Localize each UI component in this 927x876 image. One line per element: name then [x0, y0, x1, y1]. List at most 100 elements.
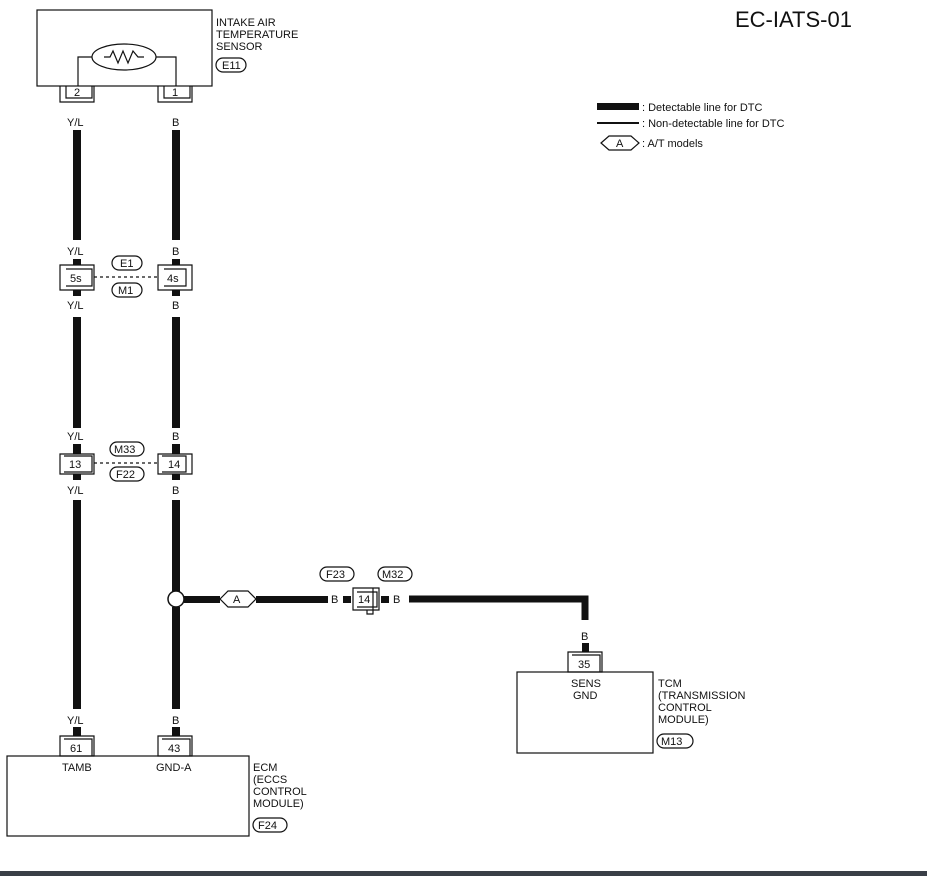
wire-right-stub-2	[172, 290, 180, 296]
joint1-top-badge	[111, 255, 143, 271]
sensor-name-1: INTAKE AIR	[216, 17, 276, 29]
wire-right-seg2	[172, 317, 180, 428]
branch-wire-stub-3	[582, 643, 589, 652]
wire-color-right-2: B	[172, 246, 179, 258]
sensor-pin-right: 1	[172, 87, 178, 99]
wire-left-stub-2	[73, 290, 81, 296]
wire-left-seg3	[73, 500, 81, 709]
joint2-pin-left: 13	[69, 459, 81, 471]
wire-right-stub-5	[172, 727, 180, 736]
sensor-box	[36, 9, 213, 87]
ecm-module: 61 43 TAMB GND-A ECM (ECCS CONTROL MODUL…	[6, 735, 307, 837]
joint1-conn-top: E1	[120, 258, 133, 270]
branch-conn-left-badge	[319, 566, 355, 582]
joint2-conn-bottom: F22	[116, 469, 135, 481]
sensor-name-3: SENSOR	[216, 41, 263, 53]
joint2-left-pin-box	[59, 453, 95, 475]
branch-wire-seg2	[256, 596, 328, 603]
joint2-right-pin-box	[157, 453, 193, 475]
tcm-terminal-2: GND	[573, 690, 598, 702]
branch-color-left: B	[331, 594, 338, 606]
wire-color-left-6: Y/L	[67, 715, 84, 727]
ecm-name-3: CONTROL	[253, 786, 307, 798]
joint1-right-pin-box	[157, 264, 193, 291]
joint-connector-1: 5s 4s E1 M1	[59, 255, 193, 298]
wire-left-stub-4	[73, 474, 81, 480]
wire-color-left-1: Y/L	[67, 117, 84, 129]
branch-at-letter: A	[233, 594, 241, 606]
wire-right-stub-4	[172, 474, 180, 480]
intake-air-temperature-sensor: INTAKE AIR TEMPERATURE SENSOR E11 2 1	[36, 9, 298, 103]
wire-right-seg1	[172, 130, 180, 240]
joint1-pin-right: 4s	[167, 273, 179, 285]
wire-color-left-5: Y/L	[67, 485, 84, 497]
tcm-branch: A B 14 B F23 M32 B	[184, 566, 589, 652]
tcm-terminal-1: SENS	[571, 678, 601, 690]
left-harness: Y/L Y/L Y/L Y/L Y/L Y/L	[67, 117, 84, 736]
ecm-terminal-right: GND-A	[156, 762, 192, 774]
branch-wire-stub-1	[343, 596, 351, 603]
legend-detectable: : Detectable line for DTC	[642, 102, 762, 114]
wire-right-stub-1	[172, 259, 180, 265]
ecm-terminal-left: TAMB	[62, 762, 92, 774]
ecm-box	[6, 755, 250, 837]
branch-pin-box	[352, 587, 380, 615]
wire-right-seg3	[172, 500, 180, 592]
tcm-connector-badge	[656, 733, 694, 749]
wire-color-right-1: B	[172, 117, 179, 129]
tcm-connector: M13	[661, 736, 682, 748]
diagram-code: EC-IATS-01	[735, 7, 852, 32]
legend-at-text: : A/T models	[642, 138, 703, 150]
wire-left-stub-5	[73, 727, 81, 736]
ecm-connector-badge	[252, 817, 288, 833]
branch-conn-right: M32	[382, 569, 403, 581]
tcm-name-1: TCM	[658, 678, 682, 690]
joint2-top-badge	[109, 441, 145, 457]
wire-left-stub-3	[73, 444, 81, 454]
tcm-name-3: CONTROL	[658, 702, 712, 714]
legend-nondetectable: : Non-detectable line for DTC	[642, 118, 785, 130]
sensor-pin-right-box	[157, 86, 193, 103]
branch-pin: 14	[358, 594, 370, 606]
branch-wire-stub-2	[381, 596, 389, 603]
joint2-conn-top: M33	[114, 444, 135, 456]
tcm-box	[516, 671, 654, 754]
tcm-name-2: (TRANSMISSION	[658, 690, 745, 702]
ecm-connector: F24	[258, 820, 277, 832]
legend: : Detectable line for DTC : Non-detectab…	[597, 102, 785, 151]
wire-left-seg2	[73, 317, 81, 428]
sensor-name-2: TEMPERATURE	[216, 29, 298, 41]
wire-right-seg4	[172, 607, 180, 709]
joint2-pin-right: 14	[168, 459, 180, 471]
resistor-zigzag	[104, 49, 144, 65]
branch-wire-seg1	[184, 596, 220, 603]
joint-connector-2: 13 14 M33 F22	[59, 441, 193, 482]
bottom-bar	[0, 871, 927, 876]
branch-wire-seg3	[409, 595, 589, 620]
sensor-connector: E11	[222, 60, 241, 72]
tcm-pin: 35	[578, 659, 590, 671]
wire-right-stub-3	[172, 444, 180, 454]
wire-color-left-2: Y/L	[67, 246, 84, 258]
wire-color-left-4: Y/L	[67, 431, 84, 443]
ecm-pin-right: 43	[168, 743, 180, 755]
ecm-pin-left: 61	[70, 743, 82, 755]
ecm-name-2: (ECCS	[253, 774, 287, 786]
tcm-module: 35 SENS GND TCM (TRANSMISSION CONTROL MO…	[516, 651, 745, 754]
wire-color-right-6: B	[172, 715, 179, 727]
legend-at-letter: A	[616, 138, 624, 150]
joint2-bottom-badge	[109, 466, 145, 482]
legend-at-symbol	[600, 135, 640, 151]
joint1-left-pin-box	[59, 264, 95, 291]
branch-conn-left: F23	[326, 569, 345, 581]
joint1-conn-bottom: M1	[118, 285, 133, 297]
sensor-connector-badge	[215, 57, 247, 73]
sensor-internal-wire-right	[156, 56, 177, 86]
splice-point	[167, 590, 185, 608]
sensor-pin-left: 2	[74, 87, 80, 99]
wire-left-seg1	[73, 130, 81, 240]
wire-color-right-4: B	[172, 431, 179, 443]
resistor-icon	[91, 43, 157, 71]
joint1-pin-left: 5s	[70, 273, 82, 285]
wire-color-right-3: B	[172, 300, 179, 312]
